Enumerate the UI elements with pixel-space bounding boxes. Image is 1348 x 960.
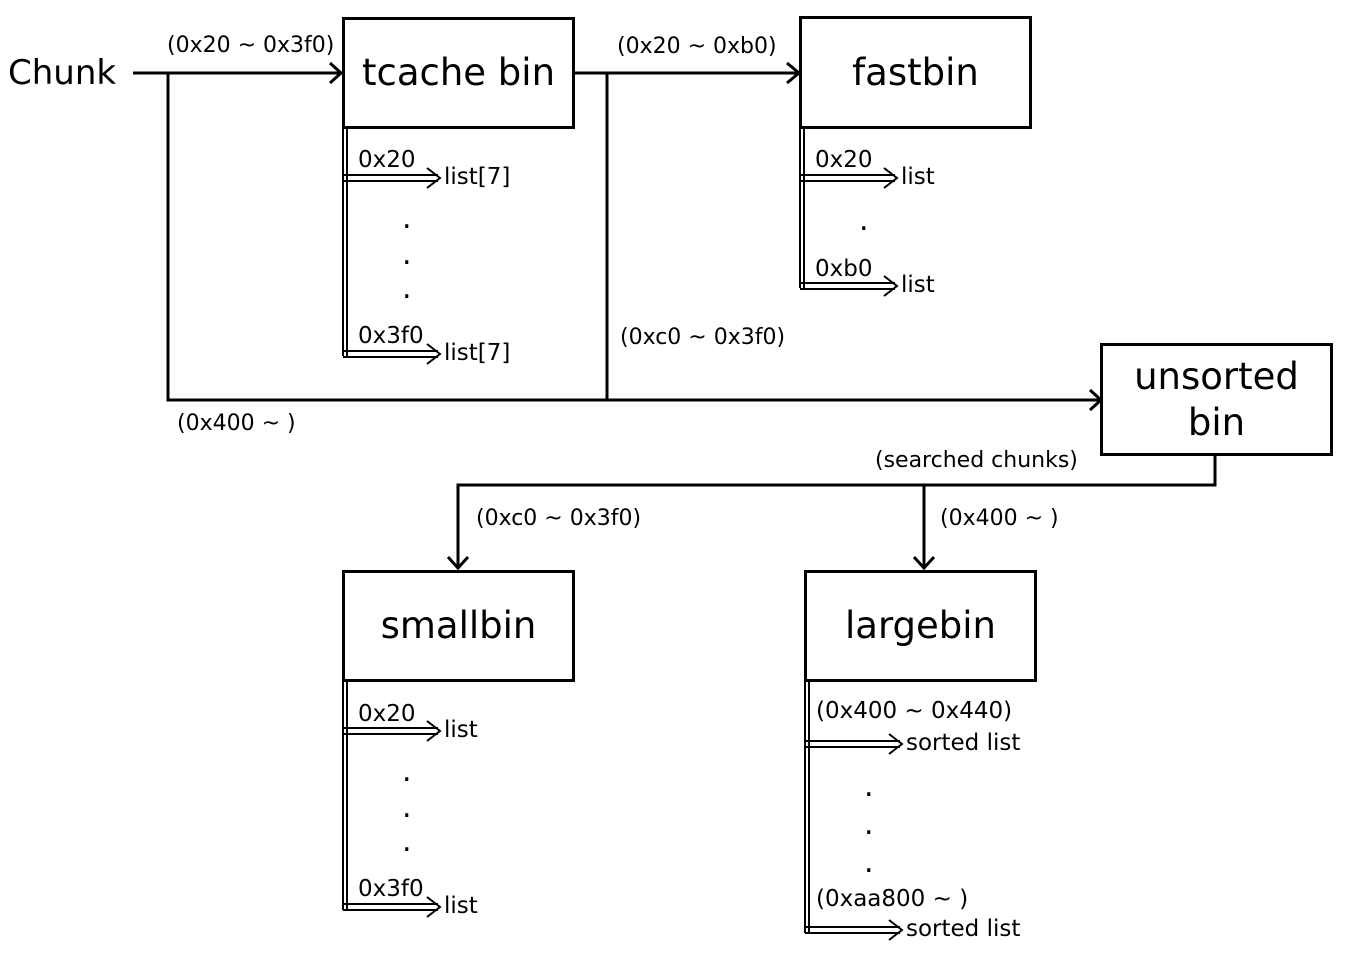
smallbin-ellipsis-dot: . (402, 754, 412, 789)
largebin-last-list: sorted list (906, 916, 1021, 942)
largebin-ellipsis-dot: . (864, 845, 874, 880)
largebin-ellipsis-dot: . (864, 769, 874, 804)
largebin-label: largebin (845, 604, 996, 648)
edge-label-tcache-to-unsorted: (0xc0 ~ 0x3f0) (620, 325, 786, 350)
edge-unsorted-split (456, 455, 1217, 567)
largebin-box: largebin (804, 570, 1037, 682)
fastbin-last-size: 0xb0 (815, 256, 873, 282)
smallbin-last-list: list (444, 893, 478, 919)
unsorted-bin-label-line1: unsorted (1134, 355, 1299, 399)
fastbin-last-list: list (901, 272, 935, 298)
fastbin-first-list: list (901, 164, 935, 190)
edge-label-unsorted-to-largebin: (0x400 ~ ) (940, 506, 1059, 531)
fastbin-ellipsis-dot: . (859, 203, 869, 238)
tcache-first-size: 0x20 (358, 147, 416, 173)
tcache-first-list: list[7] (444, 164, 511, 190)
smallbin-ellipsis-dot: . (402, 790, 412, 825)
edge-label-chunk-to-tcache: (0x20 ~ 0x3f0) (167, 33, 335, 58)
edge-label-unsorted-to-smallbin: (0xc0 ~ 0x3f0) (476, 506, 642, 531)
fastbin-box: fastbin (799, 16, 1032, 129)
largebin-last-size: (0xaa800 ~ ) (816, 886, 969, 912)
smallbin-box: smallbin (342, 570, 575, 682)
chunk-label: Chunk (8, 53, 117, 93)
fastbin-label: fastbin (852, 50, 979, 94)
tcache-last-size: 0x3f0 (358, 323, 424, 349)
tcache-last-list: list[7] (444, 340, 511, 366)
edge-label-chunk-to-unsorted: (0x400 ~ ) (177, 411, 296, 436)
largebin-first-size: (0x400 ~ 0x440) (816, 698, 1013, 724)
smallbin-first-size: 0x20 (358, 701, 416, 727)
unsorted-bin-label-line2: bin (1187, 400, 1246, 444)
tcache-ellipsis-dot: . (402, 201, 412, 236)
tcache-ellipsis-dot: . (402, 271, 412, 306)
tcache-bin-box: tcache bin (342, 17, 575, 129)
tcache-bin-label: tcache bin (361, 51, 556, 95)
edge-label-searched-chunks: (searched chunks) (875, 448, 1078, 473)
edge-chunk-to-unsorted (166, 73, 1100, 402)
smallbin-ellipsis-dot: . (402, 824, 412, 859)
smallbin-last-size: 0x3f0 (358, 876, 424, 902)
largebin-ellipsis-dot: . (864, 807, 874, 842)
tcache-ellipsis-dot: . (402, 237, 412, 272)
edge-label-tcache-to-fastbin: (0x20 ~ 0xb0) (617, 34, 777, 59)
smallbin-first-list: list (444, 717, 478, 743)
fastbin-first-size: 0x20 (815, 147, 873, 173)
largebin-first-list: sorted list (906, 730, 1021, 756)
unsorted-bin-box: unsorted bin (1100, 343, 1333, 456)
smallbin-label: smallbin (380, 604, 537, 648)
